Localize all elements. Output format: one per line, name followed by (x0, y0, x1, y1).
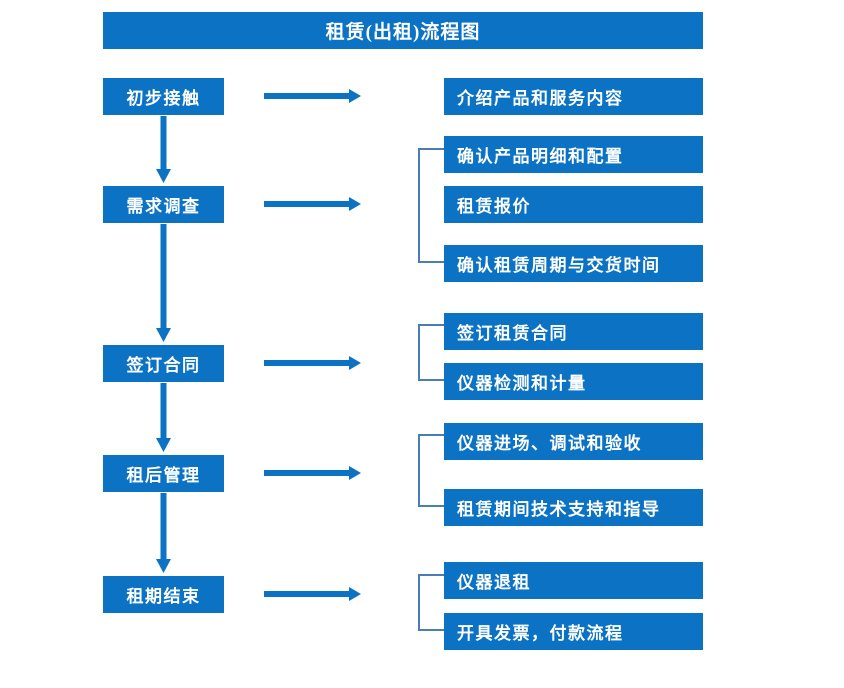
bracket-group-xuqiu-diaocha (418, 148, 444, 263)
detail-box-qianding-zulin-hetong[interactable]: 签订租赁合同 (444, 313, 703, 350)
detail-box-jieshao-chanpin-fuwu[interactable]: 介绍产品和服务内容 (444, 78, 703, 115)
arrow-right-stage2 (264, 196, 362, 212)
detail-box-queren-zulin-zhouqi[interactable]: 确认租赁周期与交货时间 (444, 245, 703, 282)
arrow-down-stage1-to-stage2 (155, 116, 172, 184)
arrow-right-stage5 (264, 586, 362, 602)
bracket-group-zuhou-guanli (418, 434, 444, 507)
arrow-down-stage2-to-stage3 (155, 224, 172, 343)
detail-box-yiqi-jiance-jiliang[interactable]: 仪器检测和计量 (444, 363, 703, 400)
stage-box-zuqi-jieshu[interactable]: 租期结束 (103, 576, 224, 613)
arrow-down-stage3-to-stage4 (155, 383, 172, 453)
stage-box-zuhou-guanli[interactable]: 租后管理 (103, 455, 224, 492)
arrow-right-stage3 (264, 355, 362, 371)
detail-box-zulin-qijian-jishu-zhichi[interactable]: 租赁期间技术支持和指导 (444, 489, 703, 526)
stage-box-xuqiu-diaocha[interactable]: 需求调查 (103, 186, 224, 223)
flowchart-title: 租赁(出租)流程图 (103, 12, 703, 49)
arrow-right-stage4 (264, 465, 362, 481)
detail-box-queren-chanpin-mingxi[interactable]: 确认产品明细和配置 (444, 136, 703, 173)
detail-box-kaiju-fapiao-fukuan[interactable]: 开具发票，付款流程 (444, 613, 703, 650)
detail-box-zulin-baojia[interactable]: 租赁报价 (444, 186, 703, 223)
detail-box-yiqi-tuizu[interactable]: 仪器退租 (444, 562, 703, 599)
arrow-down-stage4-to-stage5 (155, 493, 172, 574)
arrow-right-stage1 (264, 88, 362, 104)
bracket-group-qianding-hetong (418, 324, 444, 381)
stage-box-chubu-jiechu[interactable]: 初步接触 (103, 78, 224, 115)
detail-box-yiqi-jinchang-tiaoshi[interactable]: 仪器进场、调试和验收 (444, 423, 703, 460)
stage-box-qianding-hetong[interactable]: 签订合同 (103, 345, 224, 382)
bracket-group-zuqi-jieshu (418, 574, 444, 631)
